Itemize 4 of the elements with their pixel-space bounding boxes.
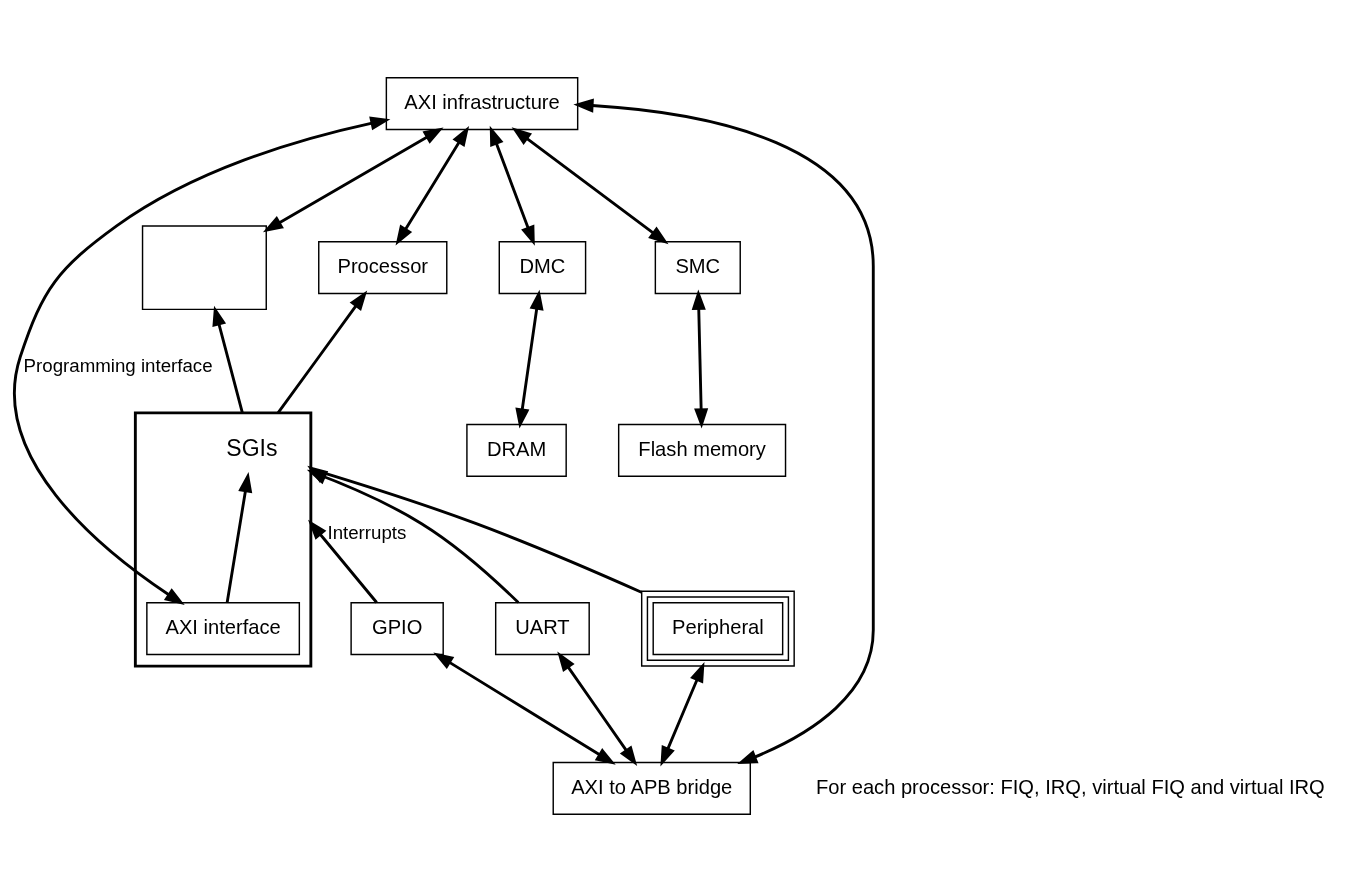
edge-label: Interrupts — [327, 521, 407, 543]
label: For each processor: FIQ, IRQ, virtual FIQ and virtual IRQ — [815, 775, 1325, 798]
edge-label: Programming interface — [23, 354, 213, 376]
node-text: SGIs — [226, 434, 278, 461]
